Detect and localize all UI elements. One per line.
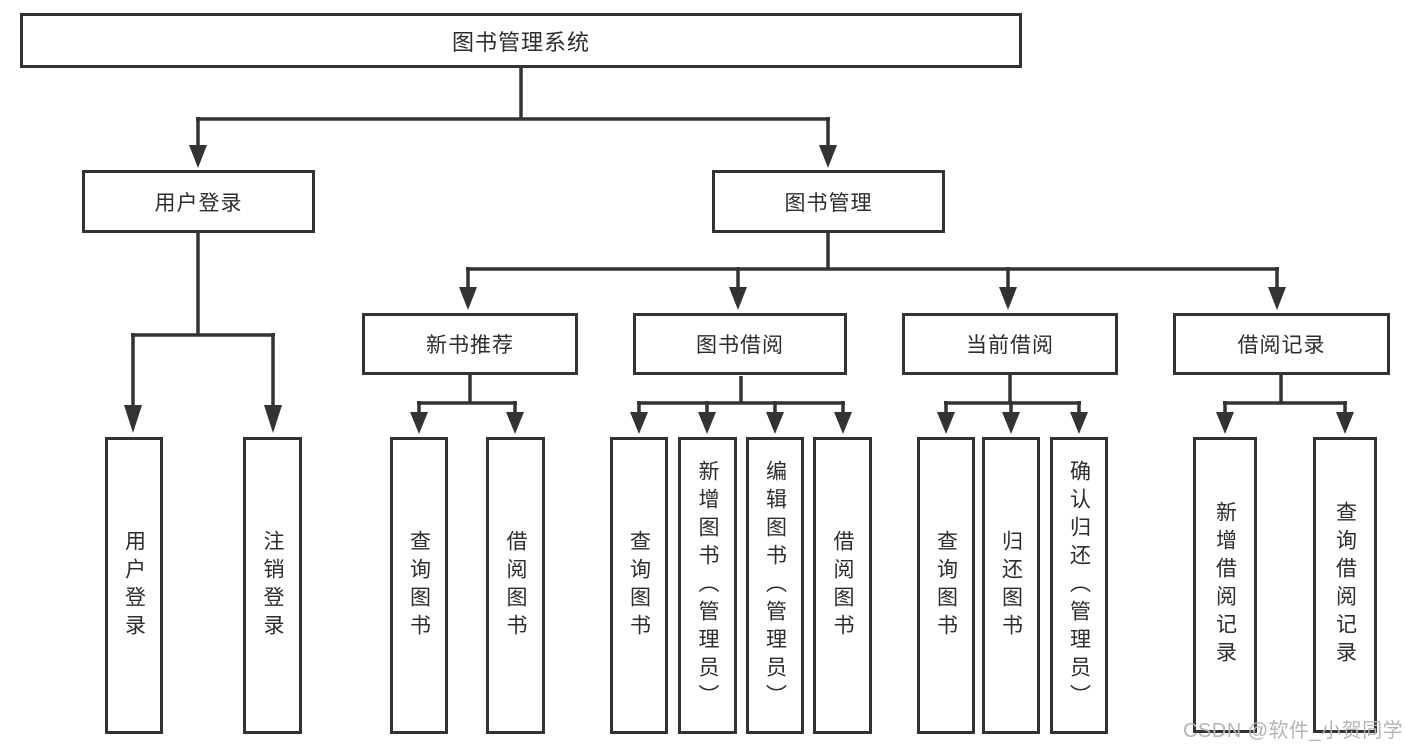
connector-root-fork [189,66,837,168]
node-borrow-records-label: 借阅记录 [1237,334,1326,357]
leaf-recommend-query-books: 查询图书 [390,437,448,734]
leaf-records-add-record-label: 新增借阅记录 [1213,501,1237,669]
node-borrow-records: 借阅记录 [1173,313,1390,375]
connector-book-management-fork [459,233,1286,310]
node-book-borrow: 图书借阅 [633,313,847,375]
leaf-borrow-borrow-books: 借阅图书 [813,437,872,734]
node-current-borrow-label: 当前借阅 [966,334,1054,357]
leaf-recommend-borrow-books-label: 借阅图书 [504,529,527,642]
connector-borrow-records-fork [1216,375,1354,434]
node-book-management: 图书管理 [712,170,945,233]
node-user-login-label: 用户登录 [154,191,243,215]
node-book-borrow-label: 图书借阅 [696,334,784,357]
leaf-records-query-record: 查询借阅记录 [1313,437,1377,733]
leaf-borrow-query-books-label: 查询图书 [627,529,651,642]
leaf-records-query-record-label: 查询借阅记录 [1333,501,1357,669]
connector-current-borrow-fork [937,375,1088,434]
leaf-logout-label: 注销登录 [261,529,284,642]
connector-book-borrow-fork [630,376,852,434]
leaf-current-return-books-label: 归还图书 [999,529,1023,642]
leaf-logout: 注销登录 [243,437,302,734]
node-new-book-recommend: 新书推荐 [362,313,578,375]
leaf-current-query-books-label: 查询图书 [934,529,958,642]
node-root-label: 图书管理系统 [451,29,590,55]
watermark: CSDN @软件_小贺同学 [1183,714,1403,743]
leaf-borrow-edit-books-admin-label: 编辑图书（管理员） [763,459,787,712]
leaf-borrow-add-books-admin: 新增图书（管理员） [678,437,737,734]
leaf-current-confirm-return-admin: 确认归还（管理员） [1050,437,1108,734]
leaf-borrow-borrow-books-label: 借阅图书 [831,529,854,642]
node-user-login: 用户登录 [82,170,315,233]
node-book-management-label: 图书管理 [784,191,873,215]
leaf-recommend-query-books-label: 查询图书 [407,529,431,642]
connector-user-login-fork [124,233,282,433]
leaf-user-login: 用户登录 [105,437,163,734]
leaf-current-confirm-return-admin-label: 确认归还（管理员） [1067,459,1091,712]
leaf-borrow-add-books-admin-label: 新增图书（管理员） [696,459,719,712]
connector-new-book-fork [410,375,524,434]
node-new-book-recommend-label: 新书推荐 [426,334,514,357]
node-current-borrow: 当前借阅 [902,313,1118,375]
leaf-borrow-query-books: 查询图书 [610,437,668,734]
leaf-user-login-label: 用户登录 [122,529,146,642]
watermark-text: CSDN @软件_小贺同学 [1183,720,1404,742]
leaf-current-return-books: 归还图书 [982,437,1040,734]
leaf-borrow-edit-books-admin: 编辑图书（管理员） [746,437,804,734]
leaf-current-query-books: 查询图书 [917,437,975,734]
leaf-records-add-record: 新增借阅记录 [1193,437,1257,733]
leaf-recommend-borrow-books: 借阅图书 [486,437,545,734]
node-root: 图书管理系统 [20,13,1022,68]
